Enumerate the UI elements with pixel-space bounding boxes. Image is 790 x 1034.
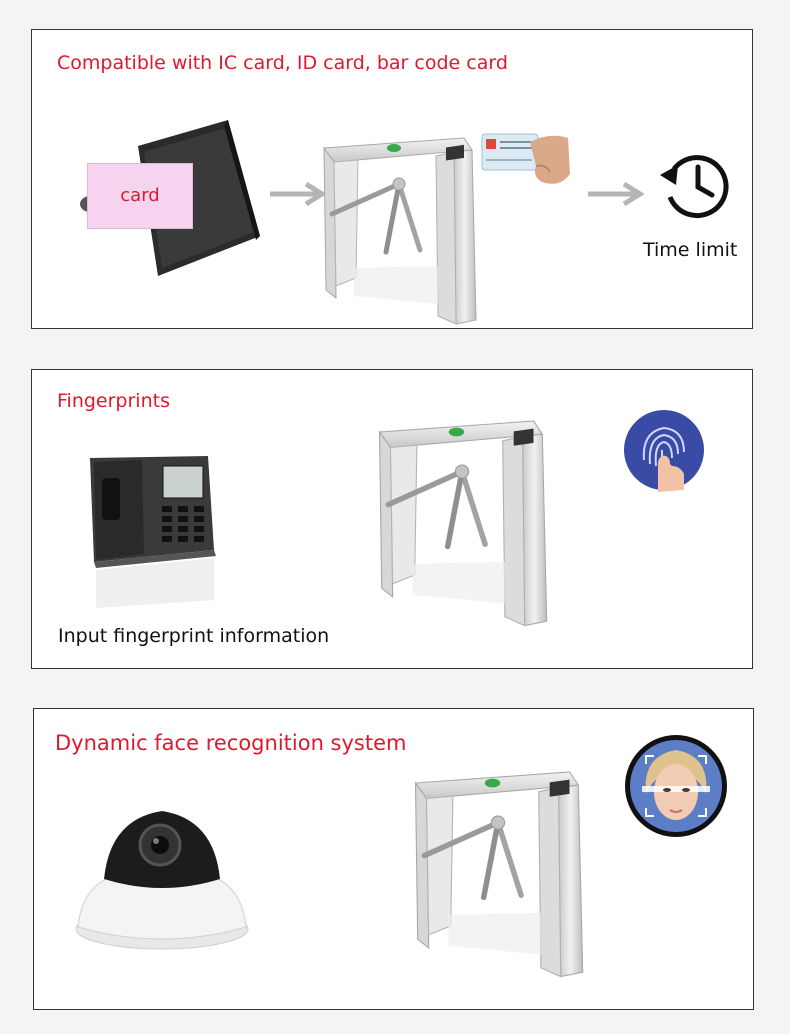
arrow-icon [586, 182, 646, 206]
turnstile-icon [362, 410, 562, 630]
panel-title: Compatible with IC card, ID card, bar co… [57, 52, 508, 74]
turnstile-icon [398, 761, 598, 981]
panel-card-access: Compatible with IC card, ID card, bar co… [31, 29, 753, 329]
panel-title: Dynamic face recognition system [55, 731, 407, 755]
fingerprint-caption: Input fingerprint information [58, 625, 330, 647]
fingerprint-terminal-icon [84, 450, 224, 610]
face-scan-icon [624, 734, 728, 838]
id-card-hand-icon [480, 130, 572, 192]
dome-camera-icon [74, 801, 250, 951]
time-limit-caption: Time limit [643, 239, 738, 261]
card: card [87, 163, 193, 229]
fingerprint-touch-icon [622, 408, 706, 492]
card-label: card [120, 185, 160, 206]
turnstile-icon [314, 128, 484, 328]
panel-face-recognition: Dynamic face recognition system [33, 708, 754, 1010]
panel-title: Fingerprints [57, 390, 170, 412]
panel-fingerprint: Fingerprints [31, 369, 753, 669]
clock-history-icon [658, 153, 730, 219]
